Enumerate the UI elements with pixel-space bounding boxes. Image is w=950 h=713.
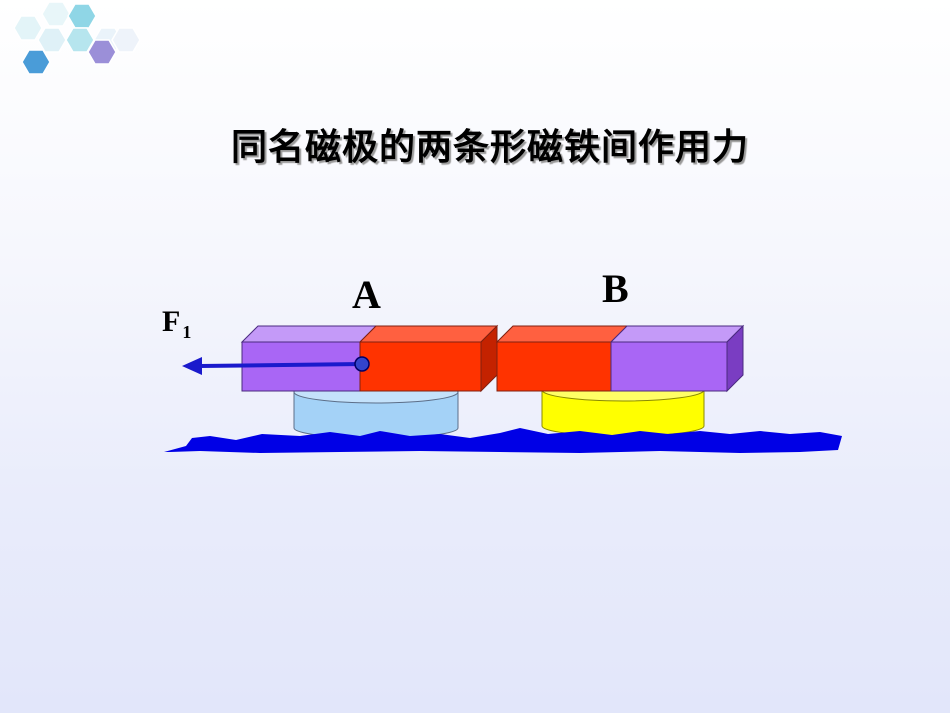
- hexagon-light-1: [13, 15, 43, 41]
- magnet-a-label: A: [352, 272, 381, 317]
- force-arrow-head: [182, 357, 202, 375]
- magnet-b-red-top: [495, 325, 629, 343]
- magnet-b-label: B: [602, 266, 629, 311]
- magnet-b-purple-side: [726, 324, 744, 393]
- slide-title: 同名磁极的两条形磁铁间作用力: [230, 127, 749, 168]
- hexagon-purple: [87, 39, 117, 65]
- magnet-a-red-top: [358, 325, 499, 343]
- hexagon-light-5: [111, 27, 141, 53]
- magnet-b-purple-half: [610, 341, 728, 392]
- force-label-main: F: [162, 305, 180, 338]
- force-arrow-shaft: [199, 362, 363, 368]
- magnet-a-red-half: [359, 341, 482, 392]
- table-surface: [164, 428, 842, 453]
- force-label-subscript: 1: [182, 322, 191, 342]
- hexagon-light-3: [37, 27, 67, 53]
- force-arrow: [182, 356, 370, 375]
- magnet-b: [495, 324, 745, 393]
- hexagon-blue: [21, 49, 51, 75]
- magnet-a: [240, 324, 499, 393]
- hexagon-decoration: [13, 1, 141, 75]
- force-application-point: [354, 356, 370, 372]
- hexagon-light-2: [41, 1, 71, 27]
- magnet-b-red-half: [496, 341, 612, 392]
- hexagon-teal-1: [67, 3, 97, 29]
- magnet-a-purple-top: [240, 325, 378, 343]
- magnet-b-purple-top: [609, 325, 745, 343]
